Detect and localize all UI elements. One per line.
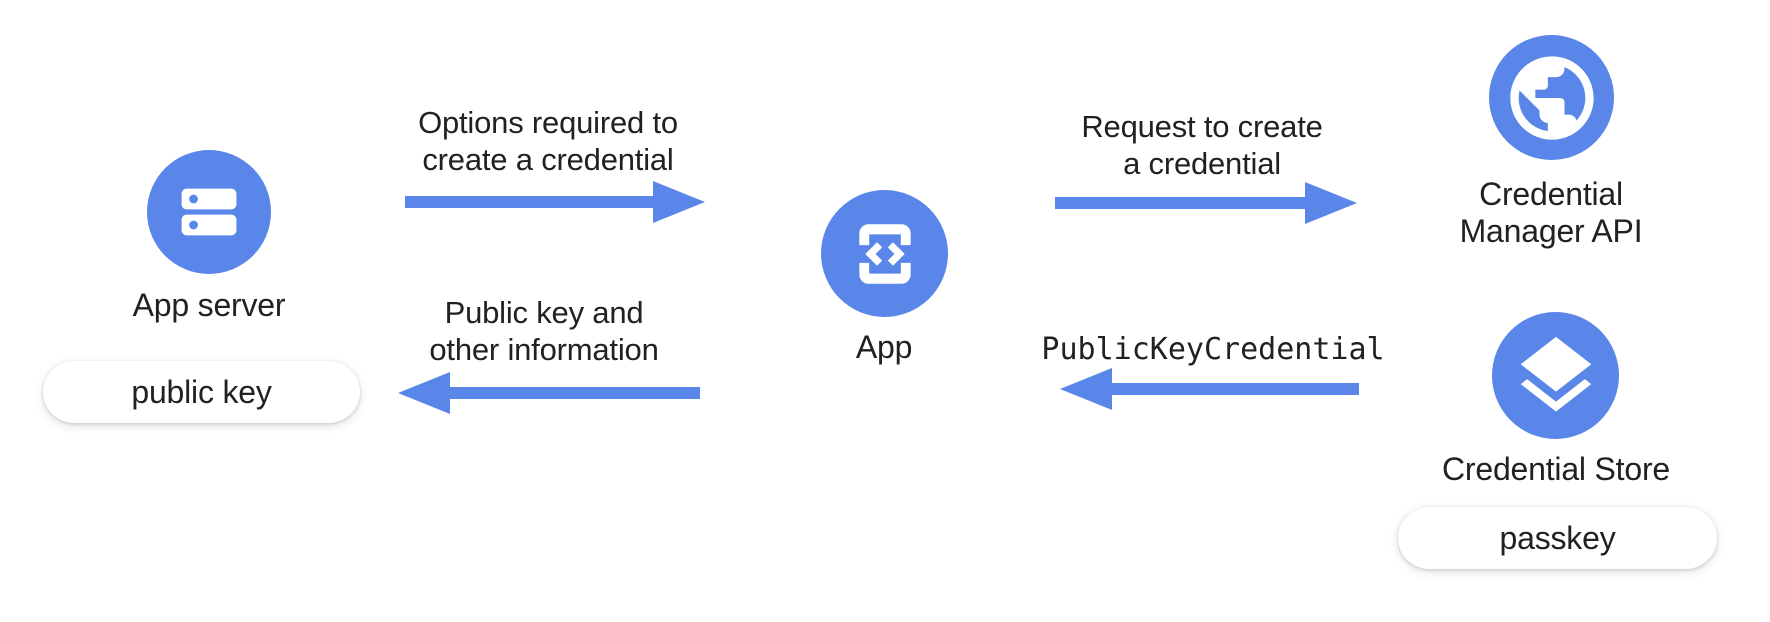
arrow-shaft [450,387,700,399]
arrow-head-left-icon [1060,368,1112,410]
node-credential-store [1492,312,1619,439]
arrow-head-left-icon [398,372,450,414]
options-flow-label: Options required to create a credential [418,104,678,178]
app-label: App [855,329,913,365]
options-flow-label-line2: create a credential [422,142,674,177]
globe-icon [1509,55,1594,140]
request-flow-label: Request to create a credential [1081,108,1323,182]
arrow-publickeycredential-to-app [1060,368,1359,410]
credential-manager-api-label-line1: Credential [1479,176,1623,212]
options-flow-label-line1: Options required to [418,105,678,140]
request-flow-label-line1: Request to create [1081,109,1323,144]
arrow-shaft [405,196,653,208]
server-icon [181,188,237,236]
credential-manager-api-label-line2: Manager API [1459,213,1643,249]
developer-mode-icon [858,223,911,284]
public-key-info-flow-label: Public key and other information [429,294,658,368]
passkey-pill: passkey [1398,507,1717,569]
arrow-head-right-icon [1305,182,1357,224]
node-credential-manager-api [1489,35,1614,160]
public-key-info-line1: Public key and [444,295,644,330]
publickeycredential-flow-label: PublicKeyCredential [1041,332,1385,367]
public-key-pill: public key [43,361,360,423]
credential-store-label: Credential Store [1441,451,1671,487]
layers-icon [1520,336,1591,412]
arrow-head-right-icon [653,181,705,223]
arrow-request-to-credential-manager [1055,182,1357,224]
request-flow-label-line2: a credential [1123,146,1281,181]
public-key-pill-label: public key [131,373,272,410]
arrow-options-to-app [405,181,705,223]
arrow-shaft [1055,197,1305,209]
credential-manager-api-label: Credential Manager API [1460,176,1643,250]
arrow-shaft [1112,383,1359,395]
node-app [821,190,948,317]
app-server-label: App server [132,287,286,323]
public-key-info-line2: other information [429,332,659,367]
passkey-pill-label: passkey [1499,519,1616,556]
node-app-server [147,150,271,274]
arrow-public-key-to-server [398,372,700,414]
